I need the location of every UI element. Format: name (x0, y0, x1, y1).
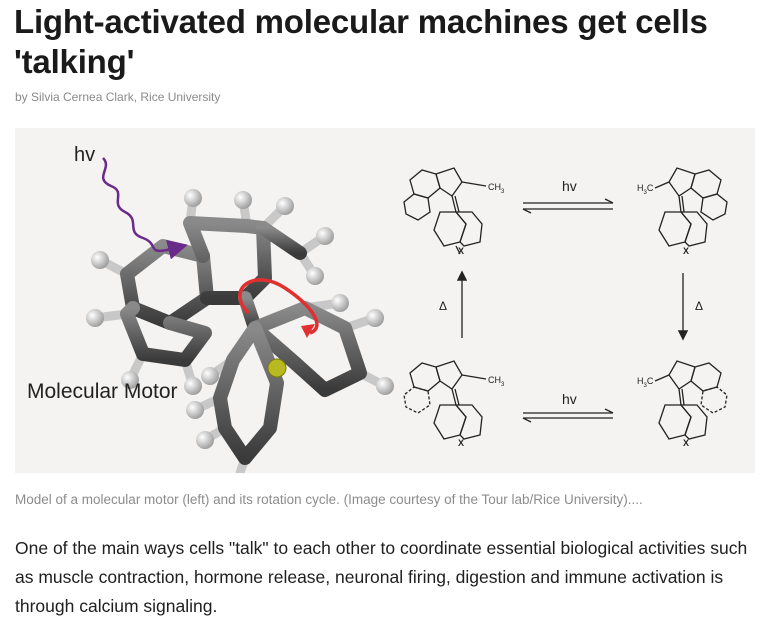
article-body-paragraph: One of the main ways cells "talk" to eac… (15, 538, 748, 616)
ch3-label-a: CH3 (488, 182, 505, 195)
x-label-d: X (683, 438, 689, 448)
delta-left-label: Δ (439, 299, 447, 313)
figure-caption: Model of a molecular motor (left) and it… (15, 492, 643, 507)
hv-light-label: hv (74, 144, 95, 166)
cycle-structure-top-left (403, 167, 487, 255)
hv-top-label: hv (562, 178, 577, 194)
cycle-structure-top-right (654, 167, 728, 247)
article-figure: hv Molecular Motor (15, 128, 755, 473)
molecular-motor-label: Molecular Motor (27, 380, 178, 403)
article-headline: Light-activated molecular machines get c… (14, 3, 708, 80)
x-label-a: X (458, 246, 464, 256)
h3c-label-b: H3C (637, 183, 654, 196)
cycle-structure-bottom-right (654, 360, 728, 440)
ch3-label-c: CH3 (488, 375, 505, 388)
ball-and-stick-model (86, 157, 394, 473)
rotation-cycle-diagram (403, 167, 728, 440)
molecular-motor-illustration: hv Molecular Motor (27, 144, 728, 473)
h3c-label-d: H3C (637, 376, 654, 389)
delta-right-label: Δ (695, 299, 703, 313)
x-label-b: X (683, 246, 689, 256)
x-label-c: X (458, 438, 464, 448)
cycle-structure-bottom-left (403, 360, 487, 440)
hv-bottom-label: hv (562, 391, 577, 407)
article-byline: by Silvia Cernea Clark, Rice University (15, 90, 221, 104)
